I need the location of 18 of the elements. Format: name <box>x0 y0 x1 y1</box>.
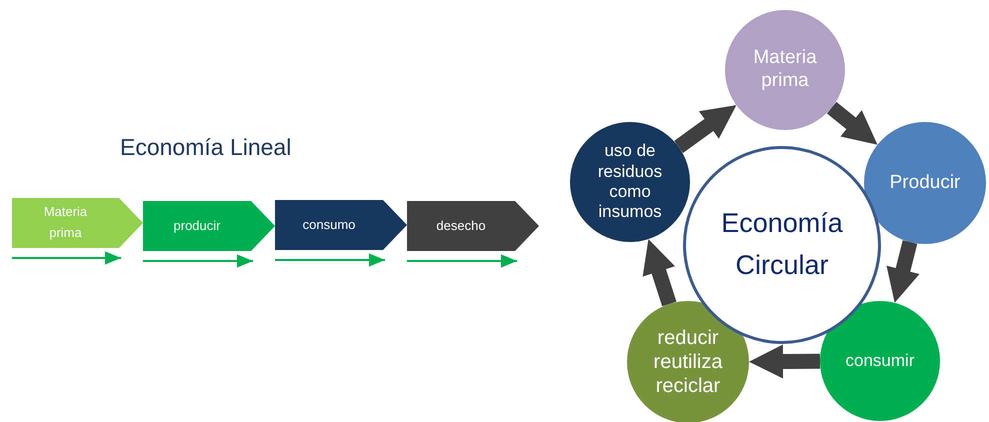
stage-label: Producir <box>890 172 960 194</box>
block-arrow <box>641 236 676 306</box>
step-label: Materia prima <box>42 203 88 242</box>
chevron-step <box>12 198 143 248</box>
chevron-step <box>275 200 407 250</box>
stage-label: uso de residuos como insumos <box>596 141 664 223</box>
block-arrow <box>886 240 920 305</box>
center-label: Economía Circular <box>720 207 844 282</box>
chevron-step <box>407 201 539 251</box>
block-arrow <box>748 344 820 378</box>
step-label: consumo <box>302 216 356 234</box>
section-heading: Economía Lineal <box>120 134 292 161</box>
stage-label: Materia prima <box>752 47 818 93</box>
chevron-step <box>143 201 275 251</box>
step-label: desecho <box>436 216 486 235</box>
stage-label: consumir <box>846 350 914 372</box>
step-label: producir <box>174 216 220 235</box>
stage-label: reducir reutiliza reciclar <box>652 326 724 398</box>
